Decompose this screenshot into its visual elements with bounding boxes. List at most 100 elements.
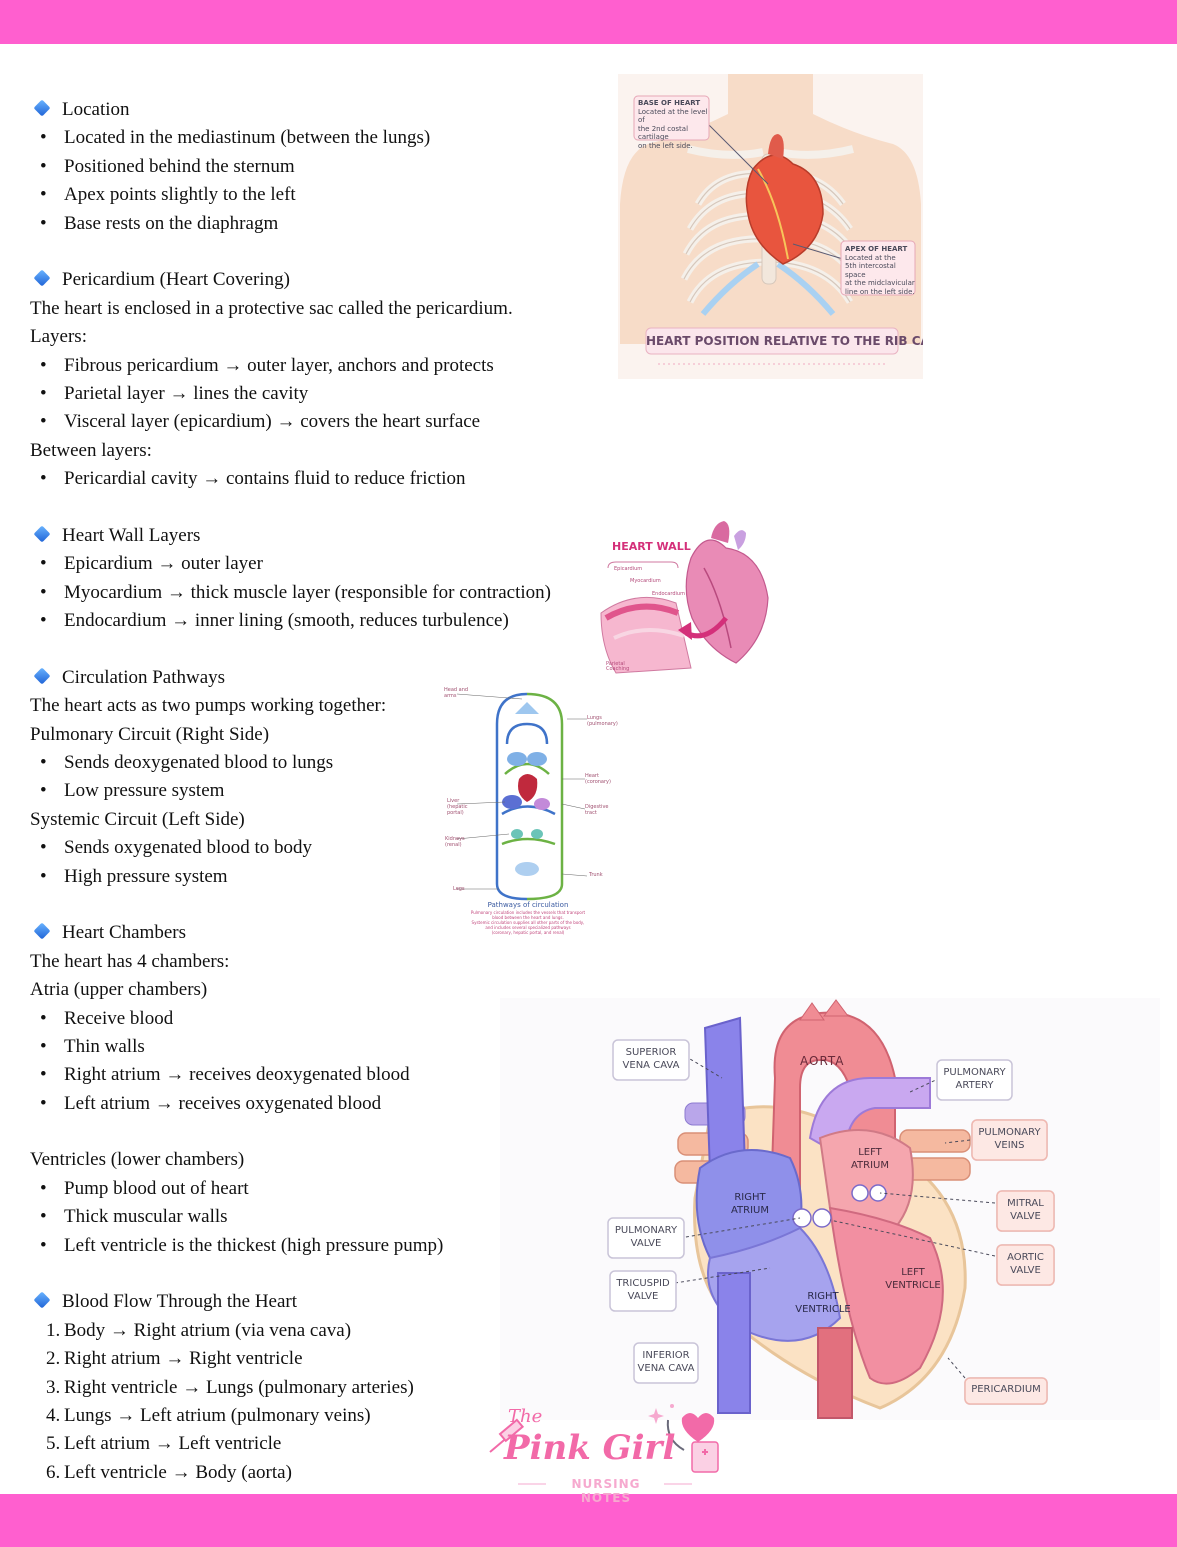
- ribcage-figure: BASE OF HEART Located at the level of th…: [618, 74, 923, 379]
- section-location-heading: Location: [30, 96, 630, 124]
- logo-ornament: [489, 1404, 719, 1485]
- spacer: [30, 238, 630, 266]
- list-item: 6.Left ventricle → Body (aorta): [46, 1461, 292, 1483]
- spacer: [30, 493, 630, 521]
- section-chambers-heading: Heart Chambers: [30, 919, 630, 947]
- sub-label: Atria (upper chambers): [30, 979, 208, 1001]
- blue-diamond-icon: [33, 99, 51, 117]
- circulation-diagram: [456, 692, 588, 901]
- list-item: 1.Body → Right atrium (via vena cava): [46, 1319, 352, 1341]
- list-item: Myocardium → thick muscle layer (respons…: [30, 579, 630, 608]
- list-item: Receive blood: [30, 1005, 630, 1034]
- endocardium-label: Endocardium: [652, 591, 685, 597]
- list-item: 2.Right atrium → Right ventricle: [46, 1348, 303, 1370]
- list-item: Positioned behind the sternum: [30, 153, 630, 182]
- ribcage-illustration: [620, 74, 921, 365]
- list-item: Epicardium → outer layer: [30, 550, 630, 579]
- kidneys-label: Kidneys(renal): [445, 836, 465, 848]
- list-item: 4.Lungs → Left atrium (pulmonary veins): [46, 1404, 371, 1426]
- list-item: Endocardium → inner lining (smooth, redu…: [30, 607, 630, 636]
- heart-wall-illustration: [600, 521, 769, 674]
- list-item: Right atrium → receives deoxygenated blo…: [30, 1061, 630, 1090]
- sub-label: Systemic Circuit (Left Side): [30, 808, 245, 830]
- legs-label: Legs: [453, 886, 465, 892]
- blue-diamond-icon: [33, 922, 51, 940]
- section-flow-heading: Blood Flow Through the Heart: [30, 1288, 630, 1316]
- list-item: Thick muscular walls: [30, 1203, 630, 1232]
- epicardium-label: Epicardium: [614, 566, 643, 572]
- list-item: Parietal layer → lines the cavity: [30, 380, 630, 409]
- list-item: Low pressure system: [30, 777, 630, 806]
- blue-diamond-icon: [33, 269, 51, 287]
- sub-label: Ventricles (lower chambers): [30, 1149, 245, 1171]
- pericardium-label: PERICARDIUM: [971, 1384, 1041, 1395]
- spacer: [30, 635, 630, 663]
- paragraph: The heart has 4 chambers:: [30, 950, 230, 972]
- blue-diamond-icon: [33, 525, 51, 543]
- list-item: High pressure system: [30, 863, 630, 892]
- blue-diamond-icon: [33, 1291, 51, 1309]
- parietal-label: Parietal Coaching: [606, 661, 630, 672]
- logo-name: Pink Girl: [504, 1428, 676, 1468]
- list-item: Apex points slightly to the left: [30, 181, 630, 210]
- paragraph: The heart acts as two pumps working toge…: [30, 695, 387, 717]
- list-item: Located in the mediastinum (between the …: [30, 124, 630, 153]
- list-item: Pump blood out of heart: [30, 1175, 630, 1204]
- base-of-heart-label: BASE OF HEART Located at the level of th…: [638, 99, 708, 150]
- apex-of-heart-label: APEX OF HEART Located at the 5th interco…: [845, 245, 915, 296]
- list-item: Pericardial cavity → contains fluid to r…: [30, 465, 630, 494]
- list-item: Fibrous pericardium → outer layer, ancho…: [30, 352, 630, 381]
- blue-diamond-icon: [33, 667, 51, 685]
- list-item: Visceral layer (epicardium) → covers the…: [30, 408, 630, 437]
- bottom-pink-band: [0, 1494, 1177, 1547]
- heart-anatomy-illustration: [607, 999, 1055, 1419]
- notes-content: Location Located in the mediastinum (bet…: [30, 96, 630, 1487]
- logo-subtitle: NURSING NOTES: [571, 1477, 641, 1505]
- sub-label: Pulmonary Circuit (Right Side): [30, 723, 270, 745]
- list-item: Base rests on the diaphragm: [30, 210, 630, 239]
- myocardium-label: Myocardium: [630, 578, 661, 584]
- circulation-description: Pulmonary circulation includes the vesse…: [470, 910, 586, 935]
- heart-wall-title: HEART WALL: [612, 540, 691, 553]
- trunk-label: Trunk: [589, 872, 603, 878]
- section-pericardium-heading: Pericardium (Heart Covering): [30, 266, 630, 294]
- heart-coronary-label: Heart(coronary): [585, 773, 611, 785]
- lungs-label: Lungs(pulmonary): [587, 715, 618, 727]
- section-circulation-heading: Circulation Pathways: [30, 664, 630, 692]
- top-pink-band: [0, 0, 1177, 44]
- list-item: Sends oxygenated blood to body: [30, 834, 630, 863]
- heart-wall-figure: HEART WALL Epicardium Myocardium Endocar…: [596, 518, 772, 678]
- list-item: Left atrium → receives oxygenated blood: [30, 1090, 630, 1119]
- list-item: 5.Left atrium → Left ventricle: [46, 1433, 282, 1455]
- sub-label: Between layers:: [30, 439, 152, 461]
- ribcage-caption: HEART POSITION RELATIVE TO THE RIB CAGE: [646, 334, 923, 348]
- paragraph: The heart is enclosed in a protective sa…: [30, 297, 513, 319]
- circulation-caption: Pathways of circulation: [487, 901, 569, 909]
- list-item: Sends deoxygenated blood to lungs: [30, 749, 630, 778]
- section-wall-heading: Heart Wall Layers: [30, 522, 630, 550]
- list-item: Left ventricle is the thickest (high pre…: [30, 1232, 630, 1261]
- aorta-label: AORTA: [800, 1054, 845, 1068]
- list-item: Thin walls: [30, 1033, 630, 1062]
- logo-the: The: [508, 1406, 543, 1427]
- list-item: 3.Right ventricle → Lungs (pulmonary art…: [46, 1376, 414, 1398]
- pink-girl-logo: The Pink Girl NURSING NOTES: [486, 1400, 732, 1505]
- sub-label: Layers:: [30, 326, 87, 348]
